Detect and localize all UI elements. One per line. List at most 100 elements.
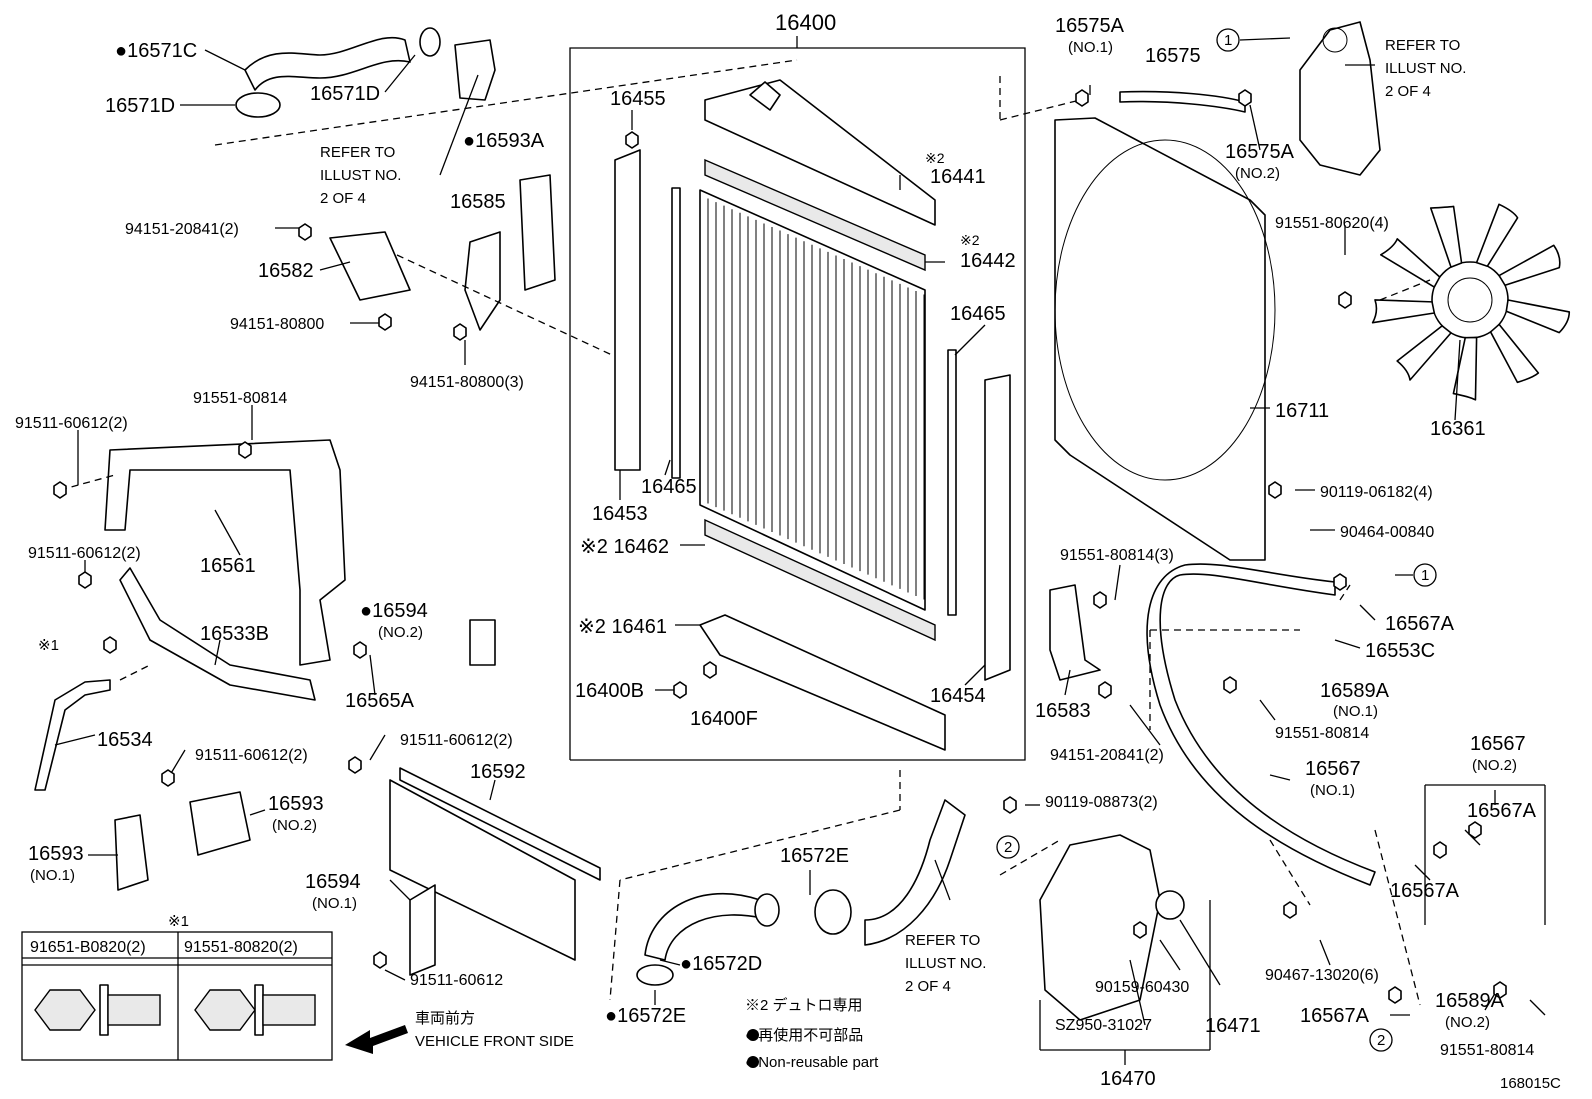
part-number-labels: 16400 16455 ※2 16441 ※2 16442 16465 1646… <box>15 10 1561 1092</box>
label-16572D: ●16572D <box>680 953 762 975</box>
leader-lines <box>54 49 1546 1065</box>
legend-bullets <box>747 1029 759 1068</box>
bolt-icon <box>373 951 387 969</box>
bolt-icon <box>348 756 362 774</box>
bolt-icon <box>1133 921 1147 939</box>
label-table-left: 91651-B0820(2) <box>30 939 146 956</box>
label-16400B: 16400B <box>575 680 644 702</box>
label-16442: 16442 <box>960 250 1016 272</box>
label-16572E-b: ●16572E <box>605 1005 686 1027</box>
label-16465-a: 16465 <box>950 303 1006 325</box>
label-94151-20841b: 94151-20841(2) <box>1050 747 1164 764</box>
bolt-icon <box>238 441 252 459</box>
label-91511-60612b: 91511-60612(2) <box>28 545 141 562</box>
label-front-en: VEHICLE FRONT SIDE <box>415 1033 574 1050</box>
illustration-number: 168015C <box>1500 1075 1561 1092</box>
fan-blade <box>1371 299 1436 324</box>
label-16593-no1s: (NO.1) <box>30 867 75 884</box>
label-circle-2a: 2 <box>1004 839 1012 856</box>
label-16582: 16582 <box>258 260 314 282</box>
label-91551-80814b: 91551-80814(3) <box>1060 547 1174 564</box>
fan-blade <box>1489 323 1540 384</box>
flange-nut-bolt-icon <box>34 984 161 1036</box>
label-table-right: 91551-80820(2) <box>184 939 298 956</box>
seal-16593A <box>519 174 556 291</box>
label-16593-no2: 16593 <box>268 793 324 815</box>
label-16567A-b: 16567A <box>1467 800 1537 822</box>
label-16593-no2s: (NO.2) <box>272 817 317 834</box>
label-16465-b: 16465 <box>641 476 697 498</box>
radiator-core <box>699 79 946 751</box>
label-16575A-bs: (NO.2) <box>1235 165 1280 182</box>
reference-dashed-lines <box>59 59 1431 1006</box>
label-16594-no2s: (NO.2) <box>378 624 423 641</box>
label-91511-60612a: 91511-60612(2) <box>15 415 128 432</box>
label-16571D-b: 16571D <box>310 83 380 105</box>
bolt-icon <box>1433 841 1447 859</box>
label-16567-no2: 16567 <box>1470 733 1526 755</box>
radiator-side-bracket-left <box>614 149 681 479</box>
label-16567A-a: 16567A <box>1385 613 1455 635</box>
bracket-16583 <box>1049 584 1101 681</box>
bolt-icon <box>378 313 392 331</box>
fasteners <box>53 89 1507 1004</box>
bracket-16582 <box>329 231 411 301</box>
label-91511-60612d: 91511-60612(2) <box>400 732 513 749</box>
seal-16593-no1 <box>114 814 149 891</box>
label-16592: 16592 <box>470 761 526 783</box>
bolt-icon <box>673 681 687 699</box>
fan-blade <box>1396 325 1452 381</box>
radiator-assembly-box <box>569 36 1026 761</box>
flange-bolt-icon <box>194 984 316 1036</box>
label-90467-13020: 90467-13020(6) <box>1265 967 1379 984</box>
fan-blade <box>1505 299 1571 334</box>
radiator-side-bracket-right <box>947 349 1011 681</box>
label-16575: 16575 <box>1145 45 1201 67</box>
label-16561: 16561 <box>200 555 256 577</box>
seal-16593-no2 <box>189 791 251 856</box>
lower-stay-16533B <box>119 567 316 701</box>
label-91511-60612e: 91511-60612 <box>410 972 503 989</box>
label-16553C: 16553C <box>1365 640 1435 662</box>
label-16593A: ●16593A <box>463 130 545 152</box>
bolt-icon <box>1075 89 1089 107</box>
label-circle-1a: 1 <box>1224 32 1232 49</box>
label-16575A-a: 16575A <box>1055 15 1125 37</box>
label-refer-1b: ILLUST NO. <box>320 167 401 184</box>
label-16454: 16454 <box>930 685 986 707</box>
bracket-16585 <box>464 231 501 331</box>
label-16567-no1: 16567 <box>1305 758 1361 780</box>
seal-16594-no1 <box>409 884 436 976</box>
bolt-icon <box>1098 681 1112 699</box>
label-90119-08873: 90119-08873(2) <box>1045 794 1158 811</box>
label-16575A-as: (NO.1) <box>1068 39 1113 56</box>
label-16594-no2: ●16594 <box>360 600 428 622</box>
label-16575A-b: 16575A <box>1225 141 1295 163</box>
bolt-icon <box>453 323 467 341</box>
label-94151-80800b: 94151-80800(3) <box>410 374 524 391</box>
label-16565A: 16565A <box>345 690 415 712</box>
label-refer-3: REFER TO <box>1385 37 1460 54</box>
label-94151-80800a: 94151-80800 <box>230 316 324 333</box>
label-front-jp: 車両前方 <box>415 1010 475 1027</box>
label-16589A-no2: 16589A <box>1435 990 1505 1012</box>
water-outlet-housing <box>1299 21 1381 176</box>
label-16593-no1: 16593 <box>28 843 84 865</box>
label-16589A-no1s: (NO.1) <box>1333 703 1378 720</box>
bolt-icon <box>1493 981 1507 999</box>
label-16441: 16441 <box>930 166 986 188</box>
fan-blade <box>1380 238 1441 288</box>
label-91551-80814d: 91551-80814 <box>1440 1042 1534 1059</box>
label-16594-no1s: (NO.1) <box>312 895 357 912</box>
bolt-icon <box>1388 986 1402 1004</box>
label-16361: 16361 <box>1430 418 1486 440</box>
stay-16534 <box>34 679 111 791</box>
fan-blade <box>1429 205 1463 268</box>
label-16462: ※2 16462 <box>580 536 669 558</box>
seal-16594-no2 <box>469 619 496 666</box>
label-16585: 16585 <box>450 191 506 213</box>
label-16589A-no2s: (NO.2) <box>1445 1014 1490 1031</box>
fan-blade <box>1475 203 1519 267</box>
label-90159-60430: 90159-60430 <box>1095 979 1189 996</box>
label-16455: 16455 <box>610 88 666 110</box>
